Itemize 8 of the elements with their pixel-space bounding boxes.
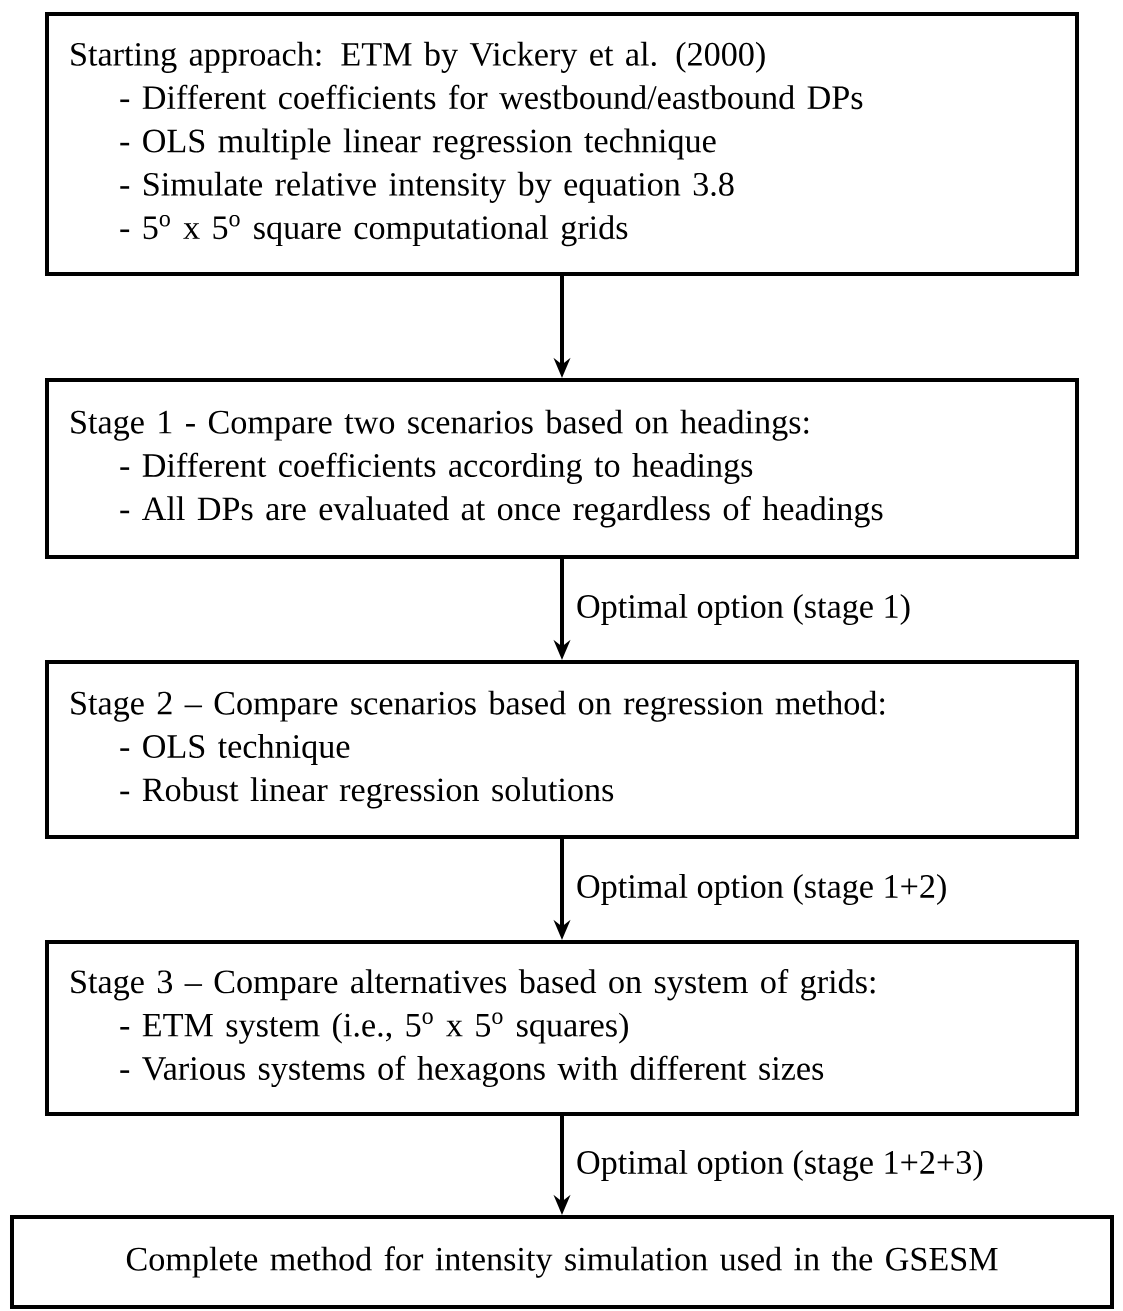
process-box: Stage 1 - Compare two scenarios based on headings: - Different coefficients according to headings - All DPs are evaluated at once regardless of headings bbox=[45, 378, 1079, 559]
edge-label: Optimal option (stage 1+2) bbox=[577, 873, 946, 906]
edge-label: Optimal option (stage 1+2+3) bbox=[577, 1149, 983, 1182]
process-box: Starting approach: ETM by Vickery et al. (2000) - Different coefficients for westbound/eastbound DPs - OLS multiple linear regression technique - Simulate relative intensity by equation 3.8 - 5$^{o}$ x 5$^{o}$ square computational grids bbox=[45, 12, 1079, 276]
edge-label: Optimal option (stage 1) bbox=[577, 593, 910, 626]
process-box: Complete method for intensity simulation used in the GSESM bbox=[10, 1215, 1114, 1309]
process-box: Stage 3 – Compare alternatives based on system of grids: - ETM system (i.e., 5$^{o}$ x 5$^{o}$ squares) - Various systems of hexagons with different sizes bbox=[45, 940, 1079, 1116]
process-box: Stage 2 – Compare scenarios based on regression method: - OLS technique - Robust linear regression solutions bbox=[45, 660, 1079, 839]
